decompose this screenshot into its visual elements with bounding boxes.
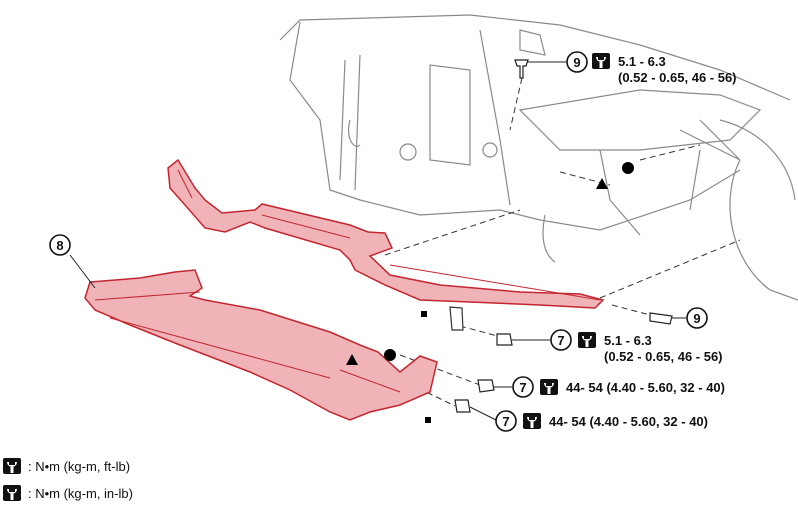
- callout-number: 9: [693, 311, 700, 326]
- bracket-part: [449, 306, 464, 331]
- upper-bolt-callout: 9: [566, 51, 588, 73]
- svg-text:(0.52 - 0.65, 46 - 56): (0.52 - 0.65, 46 - 56): [618, 70, 737, 85]
- svg-text:44- 54 (4.40 - 5.60, 32 - 40): 44- 54 (4.40 - 5.60, 32 - 40): [566, 380, 725, 395]
- svg-text:(0.52 - 0.65, 46 - 56): (0.52 - 0.65, 46 - 56): [604, 349, 723, 364]
- position-markers: [346, 162, 634, 423]
- callout-number: 7: [557, 333, 564, 348]
- callout-number: 9: [573, 55, 580, 70]
- reinforcement-callout: 8: [49, 234, 71, 256]
- torque-wrench-icon: [3, 458, 21, 474]
- svg-text:: N•m (kg-m, ft-lb): : N•m (kg-m, ft-lb): [28, 459, 130, 474]
- torque-spec-upper: 5.1 - 6.3 (0.52 - 0.65, 46 - 56): [592, 53, 737, 85]
- square-marker: [421, 311, 427, 317]
- leader-lines: [69, 61, 686, 421]
- circle-marker: [622, 162, 634, 174]
- side-bolt: [649, 312, 673, 325]
- svg-text:5.1 - 6.3: 5.1 - 6.3: [604, 333, 652, 348]
- legend-item-in-lb: : N•m (kg-m, in-lb): [3, 485, 133, 501]
- callout-number: 7: [502, 414, 509, 429]
- torque-wrench-icon: [592, 53, 610, 69]
- nut-callout: 7: [512, 376, 534, 398]
- lower-bolt-callout: 7: [495, 410, 517, 432]
- torque-spec-lower: 44- 54 (4.40 - 5.60, 32 - 40): [523, 413, 708, 429]
- callout-number: 8: [56, 238, 63, 253]
- fasteners: [454, 59, 673, 413]
- square-marker: [425, 417, 431, 423]
- bracket-bolt: [496, 333, 513, 346]
- torque-spec-nut: 44- 54 (4.40 - 5.60, 32 - 40): [540, 379, 725, 395]
- assembly-guide-lines: [384, 77, 741, 407]
- torque-spec-bracket: 5.1 - 6.3 (0.52 - 0.65, 46 - 56): [578, 332, 723, 364]
- triangle-marker: [596, 178, 608, 189]
- upper-reinforcement-part: [167, 158, 605, 309]
- svg-text:5.1 - 6.3: 5.1 - 6.3: [618, 54, 666, 69]
- vehicle-body-outline: [279, 14, 798, 301]
- bracket-bolt-callout: 7: [550, 329, 572, 351]
- legend-item-ft-lb: : N•m (kg-m, ft-lb): [3, 458, 130, 474]
- bumper-reinforcement-part: [84, 269, 438, 421]
- torque-wrench-icon: [540, 379, 558, 395]
- callout-number: 7: [519, 380, 526, 395]
- nut: [477, 379, 495, 393]
- torque-wrench-icon: [578, 332, 596, 348]
- legend: : N•m (kg-m, ft-lb) : N•m (kg-m, in-lb): [3, 458, 133, 501]
- circle-marker: [384, 349, 396, 361]
- torque-wrench-icon: [3, 485, 21, 501]
- torque-wrench-icon: [523, 413, 541, 429]
- svg-text:44- 54 (4.40 - 5.60, 32 - 40): 44- 54 (4.40 - 5.60, 32 - 40): [549, 414, 708, 429]
- upper-bolt: [514, 59, 529, 79]
- svg-text:: N•m (kg-m, in-lb): : N•m (kg-m, in-lb): [28, 486, 133, 501]
- lower-bolt: [454, 399, 471, 413]
- triangle-marker: [346, 354, 358, 365]
- side-bolt-callout: 9: [686, 307, 708, 329]
